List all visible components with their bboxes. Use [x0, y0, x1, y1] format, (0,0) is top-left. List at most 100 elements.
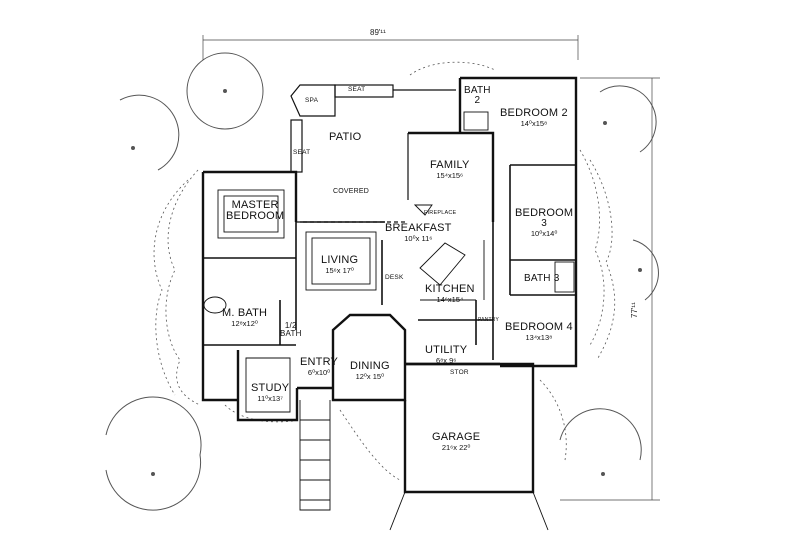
room-label-bedroom3: BEDROOM 3 10⁰x14⁰	[515, 208, 573, 238]
overall-depth-label: 77'¹¹	[630, 302, 639, 318]
room-label-bath2: BATH 2	[464, 86, 491, 106]
tree-circle	[223, 89, 227, 93]
room-dim: 10⁰x14⁰	[530, 229, 558, 238]
tree-circle	[151, 472, 155, 476]
room-dim: 2	[474, 95, 481, 106]
room-label-fireplace: FIREPLACE	[424, 210, 457, 217]
room-name: ENTRY	[300, 356, 339, 368]
study-tray	[245, 357, 291, 413]
tree-circle	[601, 472, 605, 476]
room-name: SEAT	[348, 86, 366, 93]
room-label-patio: PATIO	[329, 132, 361, 143]
wall-dining	[331, 313, 407, 402]
seat-top	[334, 84, 394, 98]
room-label-breakfast: BREAKFAST 10⁰x 11⁶	[385, 223, 452, 243]
room-label-family: FAMILY 15⁴x15⁶	[430, 160, 470, 180]
master-tray-ceiling	[217, 189, 285, 239]
room-dim: 14⁰x15⁸	[520, 119, 548, 128]
room-label-bedroom4: BEDROOM 4 13⁴x13⁸	[505, 322, 573, 342]
tree-arc	[632, 239, 659, 301]
room-dim: 12⁸x12⁰	[231, 319, 258, 328]
room-name: FIREPLACE	[424, 210, 457, 216]
room-name: DINING	[350, 360, 390, 372]
room-dim: 3	[541, 218, 547, 229]
tree-arc	[599, 85, 657, 153]
room-dim: 6⁸x 9⁶	[435, 356, 457, 365]
room-name: SEAT	[293, 149, 311, 156]
exterior-walls	[201, 76, 578, 494]
room-name: MASTER	[231, 199, 279, 211]
wall-garage	[403, 362, 535, 494]
bathtub-master	[203, 296, 227, 314]
tree-circle	[131, 146, 135, 150]
room-dim: 6⁰x10⁰	[307, 368, 331, 377]
room-name: SPA	[305, 97, 319, 104]
master-tray-ceiling-inner	[223, 195, 279, 233]
shrub-right-outer	[589, 159, 616, 359]
room-label-spa: SPA	[305, 97, 319, 105]
tree-arc	[559, 408, 642, 461]
overall-width-label: 89'¹¹	[370, 28, 386, 37]
room-name: LIVING	[321, 254, 359, 266]
entry-walk	[299, 400, 331, 511]
room-label-bath3: BATH 3	[524, 274, 559, 284]
tree-circle	[638, 268, 642, 272]
room-dim: 15⁴x15⁶	[436, 171, 464, 180]
room-label-desk: DESK	[385, 274, 404, 282]
wall-right-wing	[460, 76, 578, 368]
shrub-garage-right	[539, 379, 567, 461]
room-name: KITCHEN	[425, 283, 475, 295]
kitchen-counter	[420, 240, 485, 301]
room-name: DESK	[385, 274, 404, 281]
living-tray-ceiling	[305, 231, 377, 291]
room-name: BATH	[464, 85, 491, 96]
shrub-left-outer	[153, 179, 189, 396]
room-name: FAMILY	[430, 159, 470, 171]
room-name: BEDROOM	[515, 207, 574, 219]
wall-master-left	[201, 172, 238, 402]
room-dim: 10⁰x 11⁶	[404, 234, 433, 243]
room-label-utility: UTILITY 6⁸x 9⁶	[425, 345, 467, 365]
tree-arc	[105, 396, 202, 511]
room-label-covered: COVERED	[333, 188, 369, 195]
bathtub-bath2	[463, 111, 489, 131]
room-dim: BEDROOM	[226, 210, 285, 222]
landscape-trees	[105, 52, 659, 511]
room-label-living: LIVING 15⁶x 17⁰	[321, 255, 358, 275]
room-name: M. BATH	[222, 307, 268, 319]
room-dim: 21⁶x 22⁰	[441, 443, 471, 452]
bathtub-bath3	[554, 261, 575, 293]
shrub-front-right	[339, 409, 401, 481]
room-name: GARAGE	[432, 431, 481, 443]
room-name: PANTRY	[478, 317, 500, 323]
room-name: BATH 3	[524, 273, 560, 284]
room-dim: 12⁰x 15⁰	[355, 372, 385, 381]
room-label-study: STUDY 11⁰x13⁷	[251, 383, 289, 403]
room-dim: BATH	[280, 329, 302, 338]
room-dim: 14⁶x15⁴	[436, 295, 464, 304]
patio-outline	[290, 84, 456, 223]
spa-outline	[290, 84, 336, 117]
room-name: BEDROOM 2	[500, 107, 568, 119]
room-label-stor: STOR	[450, 369, 469, 377]
room-label-seat-top: SEAT	[348, 86, 366, 94]
room-dim: 11⁰x13⁷	[257, 394, 283, 403]
wall-study	[236, 350, 299, 422]
room-label-pantry: PANTRY	[478, 318, 499, 323]
room-label-entry: ENTRY 6⁰x10⁰	[300, 357, 338, 377]
tree-circle	[186, 52, 264, 130]
room-label-halfbath: 1/2 BATH	[280, 322, 302, 338]
room-name: PATIO	[329, 131, 362, 143]
interior-walls	[203, 132, 576, 365]
fireplace-symbol	[413, 204, 433, 216]
garage-drive	[389, 491, 549, 531]
room-dim: 15⁶x 17⁰	[325, 266, 354, 275]
room-label-bedroom2: BEDROOM 2 14⁰x15⁸	[500, 108, 568, 128]
fixtures	[203, 111, 575, 531]
room-label-master: MASTER BEDROOM	[226, 200, 284, 222]
room-label-kitchen: KITCHEN 14⁶x15⁴	[425, 284, 475, 304]
room-name: BREAKFAST	[385, 222, 452, 234]
seat-side	[290, 119, 303, 173]
shrub-left	[165, 169, 201, 406]
